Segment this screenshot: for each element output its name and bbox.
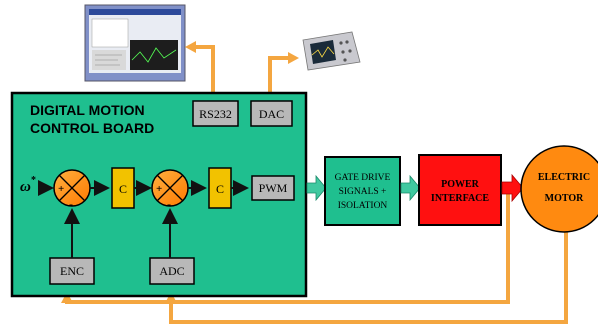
sum1-minus: - [69,197,73,211]
pwm-label: PWM [259,181,288,195]
gate-to-power-arrow [401,176,420,200]
power-to-motor-arrow [502,175,523,201]
oscilloscope-icon [303,32,360,70]
sum2-plus: + [156,183,162,195]
controller-2-label: C [216,182,224,196]
controller-1-label: C [119,182,127,196]
dac-label: DAC [259,107,284,121]
pc-monitor-icon [85,5,185,81]
gate-drive-line2: SIGNALS + [339,187,387,197]
scope-link-arrow [270,52,299,93]
reference-superscript: * [31,175,36,186]
power-interface-line1: POWER [441,179,480,190]
gate-drive-line1: GATE DRIVE [335,173,391,183]
rs232-label: RS232 [199,107,232,121]
reference-omega: ω [20,179,31,195]
pc-link-arrow [185,41,213,93]
gate-drive-line3: ISOLATION [338,201,388,211]
motor-line1: ELECTRIC [538,172,590,183]
board-to-gate-arrow [307,176,326,200]
power-interface-block [419,155,501,225]
motor-line2: MOTOR [545,193,584,204]
adc-label: ADC [159,264,184,278]
sum2-minus: - [167,197,171,211]
enc-label: ENC [60,264,84,278]
board-title-line1: DIGITAL MOTION [30,102,145,118]
electric-motor [521,146,598,232]
board-title-line2: CONTROL BOARD [30,120,154,136]
power-interface-line2: INTERFACE [431,193,489,204]
sum1-plus: + [58,183,64,195]
